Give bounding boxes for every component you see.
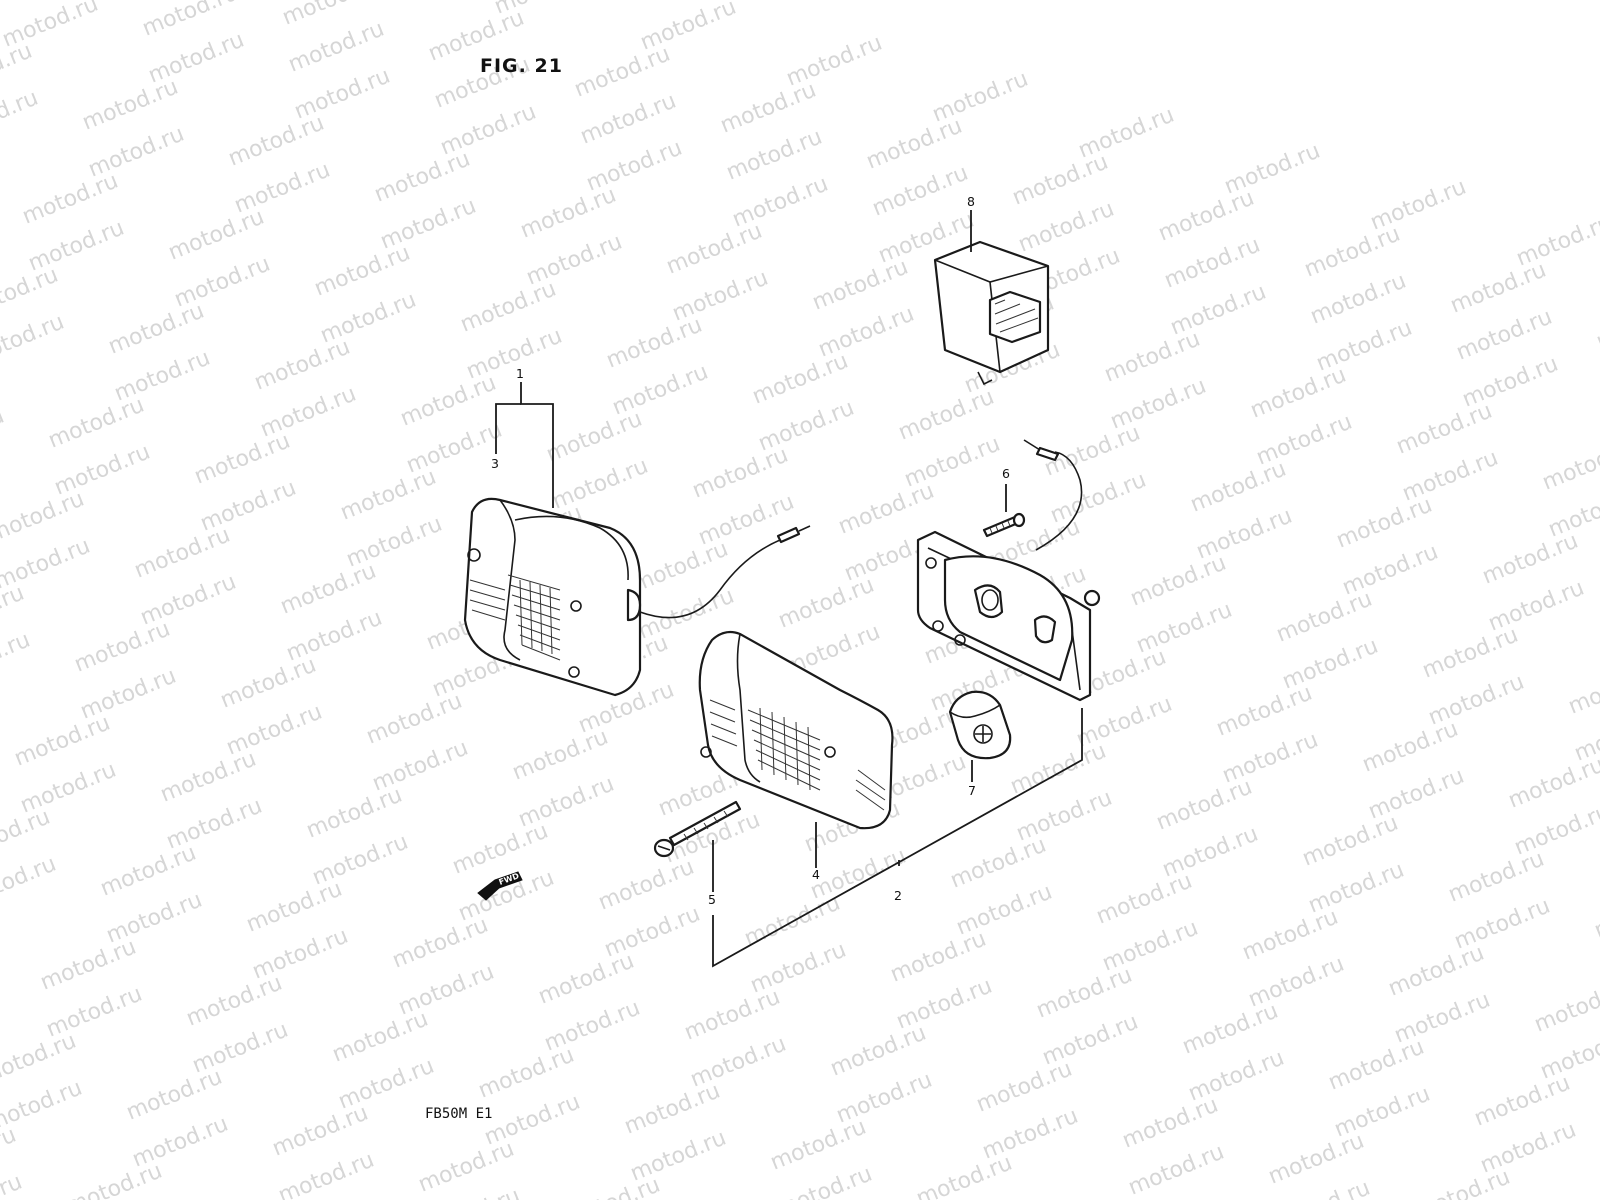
callout-1: 1 [516,366,524,381]
callout-2: 2 [894,888,902,903]
watermark-text: motod.ru [1505,753,1600,814]
callout-8: 8 [967,194,975,209]
figure-title: FIG. 21 [480,55,563,77]
watermark-text: motod.ru [1539,435,1600,496]
watermark-text: motod.ru [1565,659,1600,720]
watermark-text: motod.ru [1411,1165,1514,1200]
lens-wire [639,539,781,619]
watermark-text: motod.ru [1593,294,1600,355]
callout-labels: 1 2 3 4 5 6 7 8 [491,194,1010,907]
watermark-text: motod.ru [561,1173,664,1200]
long-screw-part-5 [653,800,742,858]
watermark-text: motod.ru [0,1076,86,1137]
bulb-part-7 [948,690,1012,760]
watermark-text: motod.ru [0,310,68,371]
watermark-text: motod.ru [63,1159,166,1200]
callout-7: 7 [968,783,976,798]
callout-6: 6 [1002,466,1010,481]
leader-lines [495,210,1083,968]
watermark-text: motod.ru [0,628,34,689]
lamp-housing-part-2 [916,530,1101,702]
watermark-text: motod.ru [0,86,42,147]
flasher-relay-part-8 [933,240,1050,386]
watermark-text: motod.ru [0,852,60,913]
wire-connector-left [776,526,801,544]
watermark-text: motod.ru [1591,883,1600,944]
screw-part-6 [982,512,1026,538]
housing-wire [1035,451,1083,551]
lens-part-4 [698,630,894,830]
callout-4: 4 [812,867,820,882]
callout-3: 3 [491,456,499,471]
watermark-text: motod.ru [0,404,8,465]
watermark-text: motod.ru [913,1151,1016,1200]
wire-connector-right [1035,446,1060,462]
turn-signal-lens-part-3 [463,497,642,697]
watermark-text: motod.ru [1531,977,1600,1038]
callout-5: 5 [708,892,716,907]
model-code: FB50M E1 [425,1106,492,1122]
watermark-text: motod.ru [0,1170,26,1200]
